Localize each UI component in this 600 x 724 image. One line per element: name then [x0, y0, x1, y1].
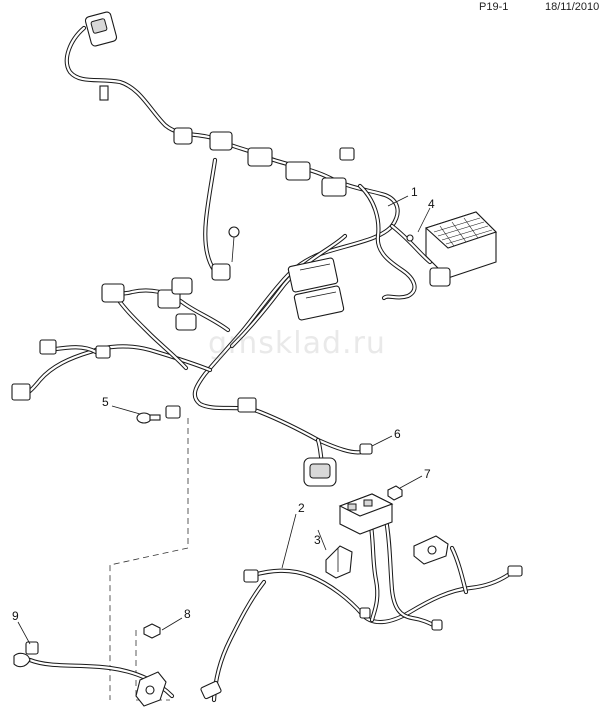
- connector-icon: [11, 383, 31, 401]
- sensor-connector-icon: [211, 263, 231, 281]
- connector-icon: [339, 147, 355, 161]
- clip-icon: [431, 619, 443, 631]
- callout-8: 8: [184, 607, 191, 621]
- callout-2: 2: [298, 501, 305, 515]
- connector-icon: [175, 313, 197, 331]
- nut-icon: [387, 485, 403, 501]
- connector-icon: [173, 127, 193, 145]
- callout-9: 9: [12, 609, 19, 623]
- ecm-connector-icon: [287, 257, 339, 293]
- connector-icon: [171, 277, 193, 295]
- battery-harness: [13, 485, 523, 707]
- ring-terminal-icon: [228, 226, 240, 238]
- clip-icon: [243, 569, 259, 583]
- callout-7: 7: [424, 467, 431, 481]
- clip-icon: [359, 607, 371, 619]
- connector-icon: [101, 283, 125, 303]
- connector-icon: [165, 405, 181, 419]
- connector-icon: [39, 339, 57, 355]
- connector-icon: [237, 397, 257, 413]
- fuse-block-icon: [406, 211, 498, 287]
- battery-terminal-icon: [413, 535, 449, 565]
- connector-icon: [285, 161, 311, 181]
- ecm-connector-icon: [293, 285, 345, 321]
- connector-icon: [321, 177, 347, 197]
- ring-terminal-icon: [507, 565, 523, 577]
- connector-icon: [95, 345, 111, 359]
- connector-icon: [209, 131, 233, 151]
- connector-icon: [247, 147, 273, 167]
- junction-block-icon: [338, 493, 394, 535]
- figure-code: P19-1: [479, 1, 509, 13]
- callout-1: 1: [411, 185, 418, 199]
- callout-6: 6: [394, 427, 401, 441]
- sensor-plug-icon: [99, 85, 109, 101]
- callout-5: 5: [102, 395, 109, 409]
- callout-4: 4: [428, 197, 435, 211]
- callout-3: 3: [314, 533, 321, 547]
- ground-terminal-icon: [135, 671, 167, 707]
- nut-icon: [143, 623, 161, 639]
- bolt-icon: [13, 641, 39, 668]
- engine-harness: [11, 11, 498, 487]
- watermark: gmsklad.ru: [208, 326, 386, 361]
- bolt-icon: [136, 412, 161, 424]
- callout-leaders: [17, 195, 431, 645]
- clip-icon: [200, 680, 222, 700]
- clip-icon: [359, 443, 373, 455]
- figure-date: 18/11/2010: [545, 1, 600, 13]
- routing-dashed-line: [109, 418, 189, 700]
- bracket-icon: [325, 545, 353, 579]
